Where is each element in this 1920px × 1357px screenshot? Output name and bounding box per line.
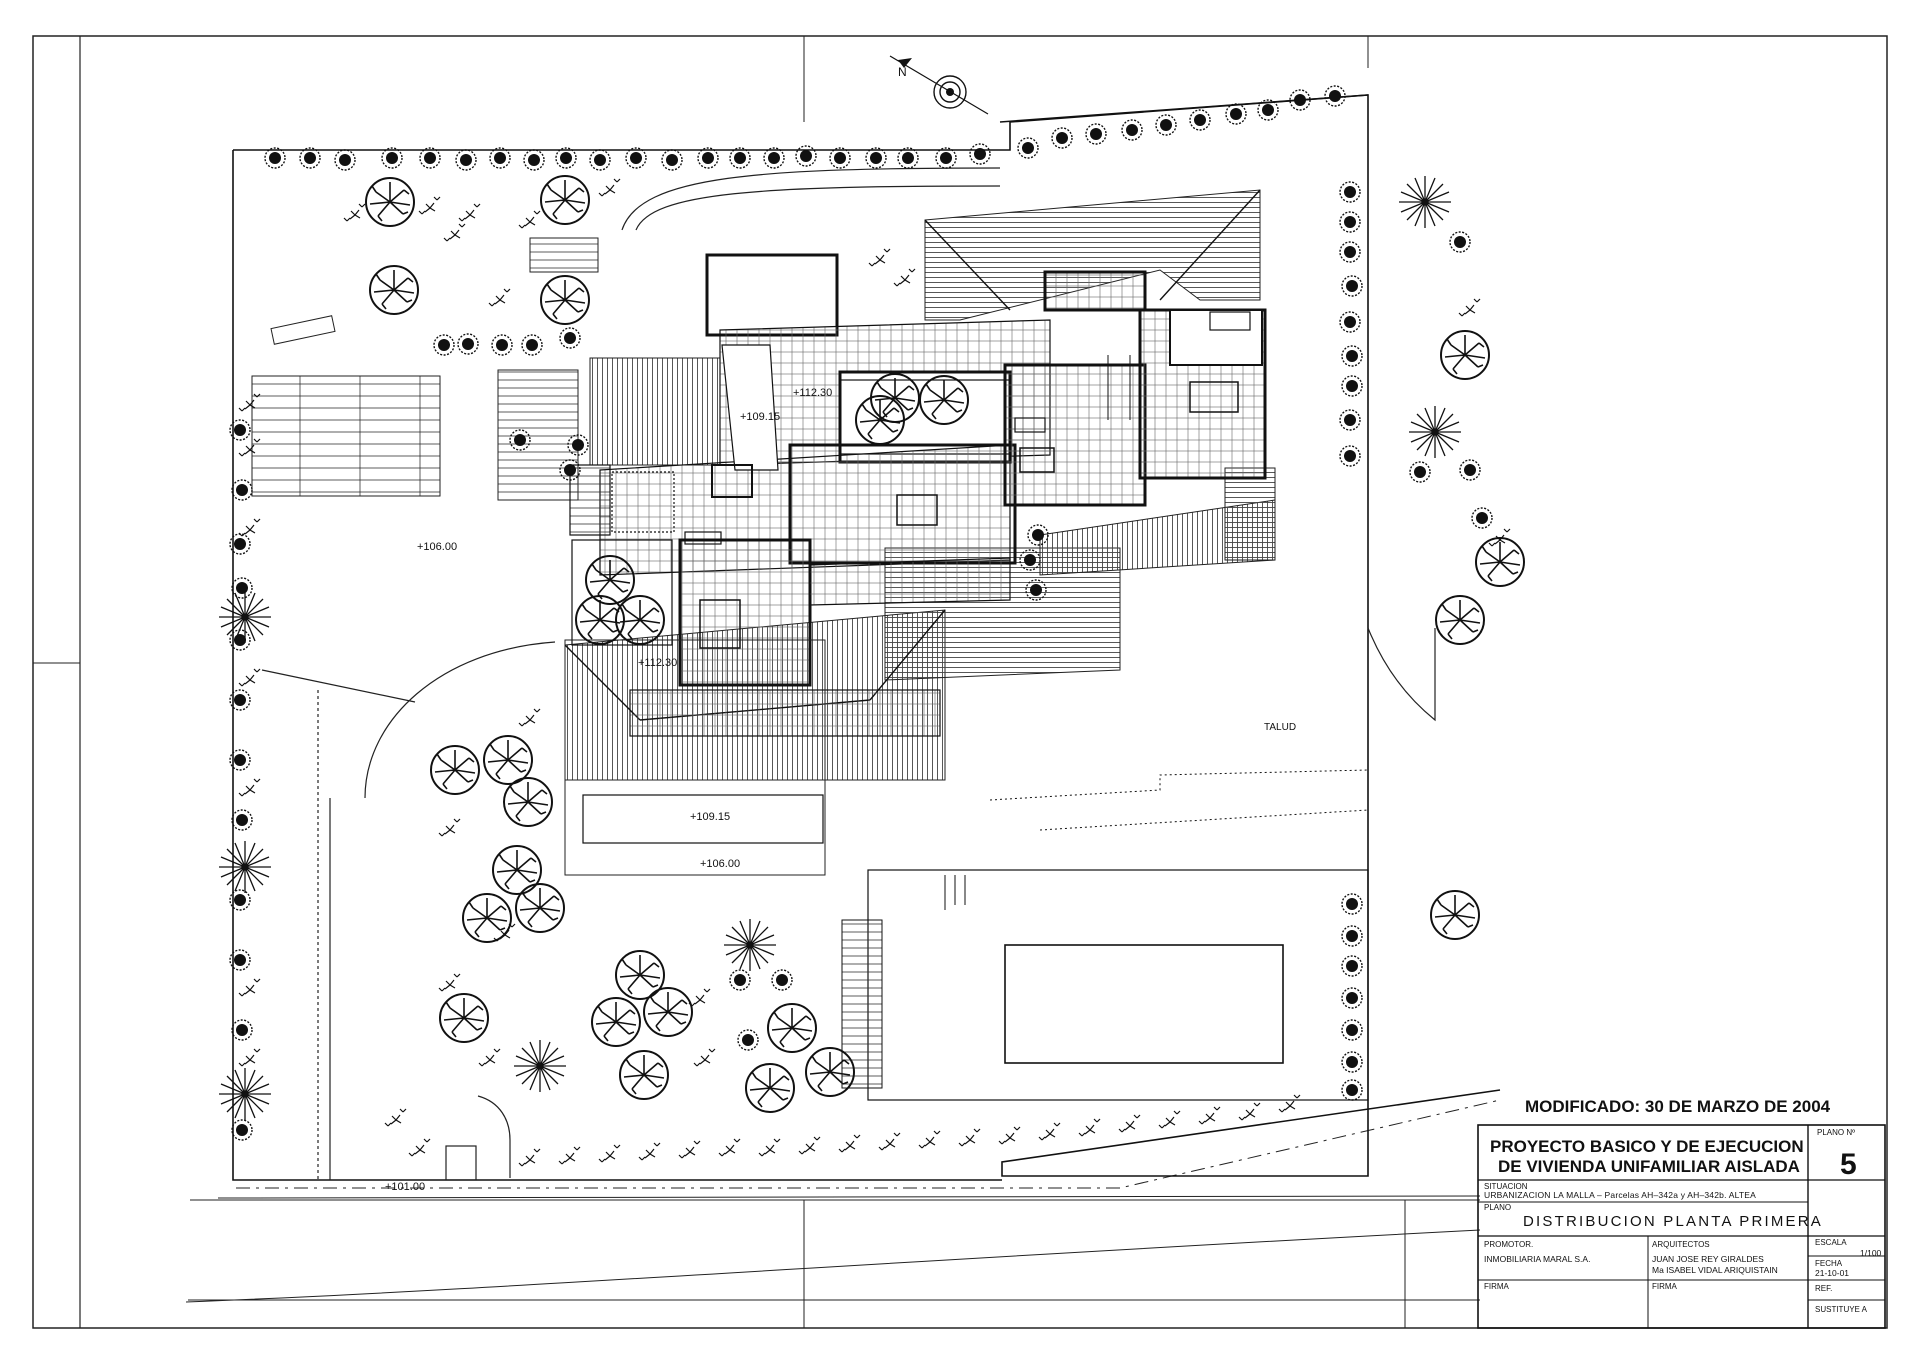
plano-title: DISTRIBUCION PLANTA PRIMERA xyxy=(1523,1213,1823,1230)
fecha-value: 21-10-01 xyxy=(1815,1268,1850,1278)
south-terrace-outline xyxy=(564,639,826,876)
plano-label: PLANO xyxy=(1484,1203,1512,1212)
boundary-lines xyxy=(185,36,1501,1328)
level-entrance-upper: +109.15 xyxy=(740,411,780,423)
modification-date: MODIFICADO: 30 DE MARZO DE 2004 xyxy=(1525,1097,1831,1116)
level-ground-south: +106.00 xyxy=(700,858,740,870)
parking-area xyxy=(251,375,441,497)
level-ground-west: +106.00 xyxy=(417,541,457,553)
talud-label: TALUD xyxy=(1264,722,1296,733)
escala-value: 1/100 xyxy=(1860,1248,1882,1258)
hedge-east xyxy=(1339,181,1363,1101)
hedge-north xyxy=(264,85,1346,171)
firma-promotor-label: FIRMA xyxy=(1484,1282,1509,1291)
arquitecto-2: Ma ISABEL VIDAL ARIQUISTAIN xyxy=(1652,1265,1778,1275)
pool xyxy=(841,769,1369,1101)
level-terrace-south: +109.15 xyxy=(690,811,730,823)
promotor-name: INMOBILIARIA MARAL S.A. xyxy=(1484,1254,1591,1264)
plot-outline xyxy=(232,94,1501,1181)
project-title-line-2: DE VIVIENDA UNIFAMILIAR AISLADA xyxy=(1498,1157,1800,1176)
level-upper-mid: +112.30 xyxy=(793,387,832,399)
ref-label: REF. xyxy=(1815,1284,1833,1293)
escala-label: ESCALA xyxy=(1815,1238,1847,1247)
north-label: N xyxy=(898,65,907,79)
roof-planes xyxy=(564,189,1276,781)
north-arrow-icon xyxy=(889,55,989,115)
arquitecto-1: JUAN JOSE REY GIRALDES xyxy=(1652,1254,1764,1264)
title-block-frame xyxy=(1477,1124,1886,1329)
promotor-label: PROMOTOR. xyxy=(1484,1240,1534,1249)
fecha-label: FECHA xyxy=(1815,1259,1843,1268)
project-title-line-1: PROYECTO BASICO Y DE EJECUCION xyxy=(1490,1137,1804,1156)
arquitectos-label: ARQUITECTOS xyxy=(1652,1240,1710,1249)
north-steps xyxy=(529,237,599,273)
sheet-number: 5 xyxy=(1840,1148,1857,1181)
sheet-number-label: PLANO Nº xyxy=(1817,1128,1856,1137)
courtyard-planter xyxy=(571,539,673,646)
situacion-label: SITUACION xyxy=(1484,1182,1528,1191)
floor-plan xyxy=(569,253,1267,737)
level-street: +101.00 xyxy=(385,1181,425,1193)
south-planter xyxy=(582,794,824,844)
sheet-border xyxy=(32,35,1888,1329)
sustituye-label: SUSTITUYE A xyxy=(1815,1305,1868,1314)
situacion-text: URBANIZACION LA MALLA – Parcelas AH–342a… xyxy=(1484,1190,1757,1200)
hedge-south xyxy=(518,1094,1301,1167)
boundary-sign xyxy=(270,315,336,345)
level-lower-left: +112.30 xyxy=(638,657,677,669)
entrance-steps xyxy=(497,369,579,501)
firma-arquitectos-label: FIRMA xyxy=(1652,1282,1677,1291)
